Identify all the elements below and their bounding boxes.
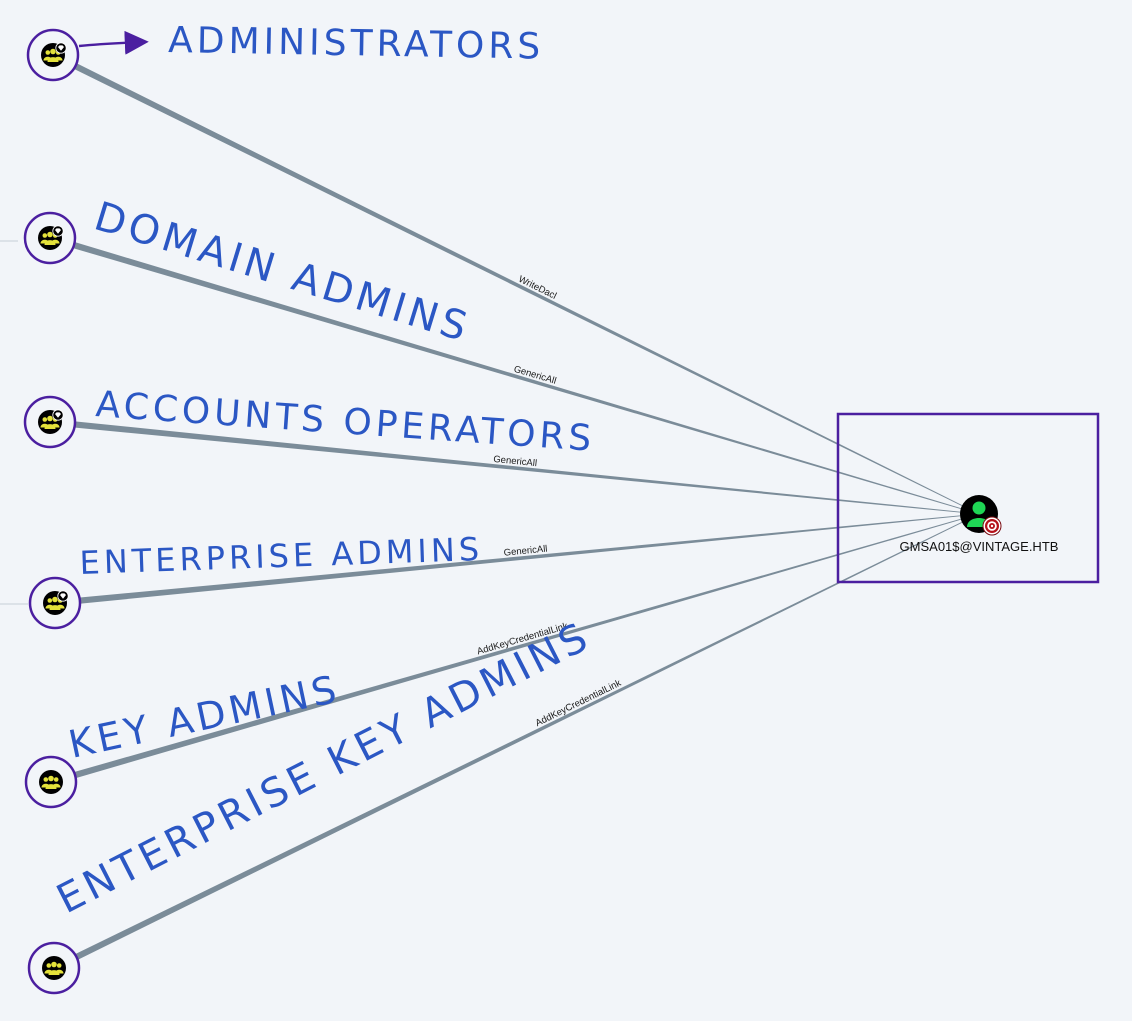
annotation-enterprise-admins: ENTERPRISE ADMINS — [79, 530, 484, 582]
target-highlight-box — [836, 412, 1100, 584]
tier-zero-gem-icon — [57, 590, 69, 602]
edges-layer — [49, 52, 980, 971]
tier-zero-gem-icon — [52, 409, 64, 421]
group-node-account-operators[interactable] — [23, 395, 77, 449]
edge-label-enterprise-key-admins[interactable]: AddKeyCredentialLink — [534, 678, 623, 729]
group-node-enterprise-key-admins[interactable] — [27, 941, 81, 995]
edge-enterprise-key-admins-to-target[interactable] — [52, 513, 980, 971]
tier-zero-gem-icon — [52, 225, 64, 237]
group-node-enterprise-admins[interactable] — [28, 576, 82, 630]
edge-key-admins-to-target[interactable] — [50, 513, 980, 786]
annotation-key-admins: KEY ADMINS — [65, 666, 344, 766]
group-node-key-admins[interactable] — [24, 755, 78, 809]
annotation-administrators: ADMINISTRATORS — [168, 20, 545, 68]
edge-administrators-to-target[interactable] — [51, 52, 980, 515]
group-icon — [44, 961, 64, 975]
edge-domain-admins-to-target[interactable] — [49, 234, 980, 515]
group-node-domain-admins[interactable] — [23, 211, 77, 265]
group-node-administrators[interactable] — [26, 28, 80, 82]
target-node[interactable] — [960, 495, 1002, 536]
annotation-account-operators: ACCOUNTS OPERATORS — [94, 384, 596, 460]
annotation-enterprise-key-admins: ENTERPRISE KEY ADMINS — [50, 613, 599, 923]
edge-label-account-operators[interactable]: GenericAll — [493, 454, 538, 469]
edge-enterprise-admins-to-target[interactable] — [54, 513, 980, 607]
nodes-layer — [23, 28, 82, 995]
edge-account-operators-to-target[interactable] — [49, 418, 980, 515]
edge-label-enterprise-admins[interactable]: GenericAll — [503, 544, 548, 559]
tier-zero-gem-icon — [55, 42, 67, 54]
annotation-arrow — [78, 30, 149, 55]
group-icon — [41, 775, 61, 789]
group-icon — [45, 596, 65, 610]
target-badge-icon — [982, 516, 1002, 536]
target-node-label: GMSA01$@VINTAGE.HTB — [900, 539, 1059, 554]
annotation-domain-admins: DOMAIN ADMINS — [89, 194, 476, 352]
